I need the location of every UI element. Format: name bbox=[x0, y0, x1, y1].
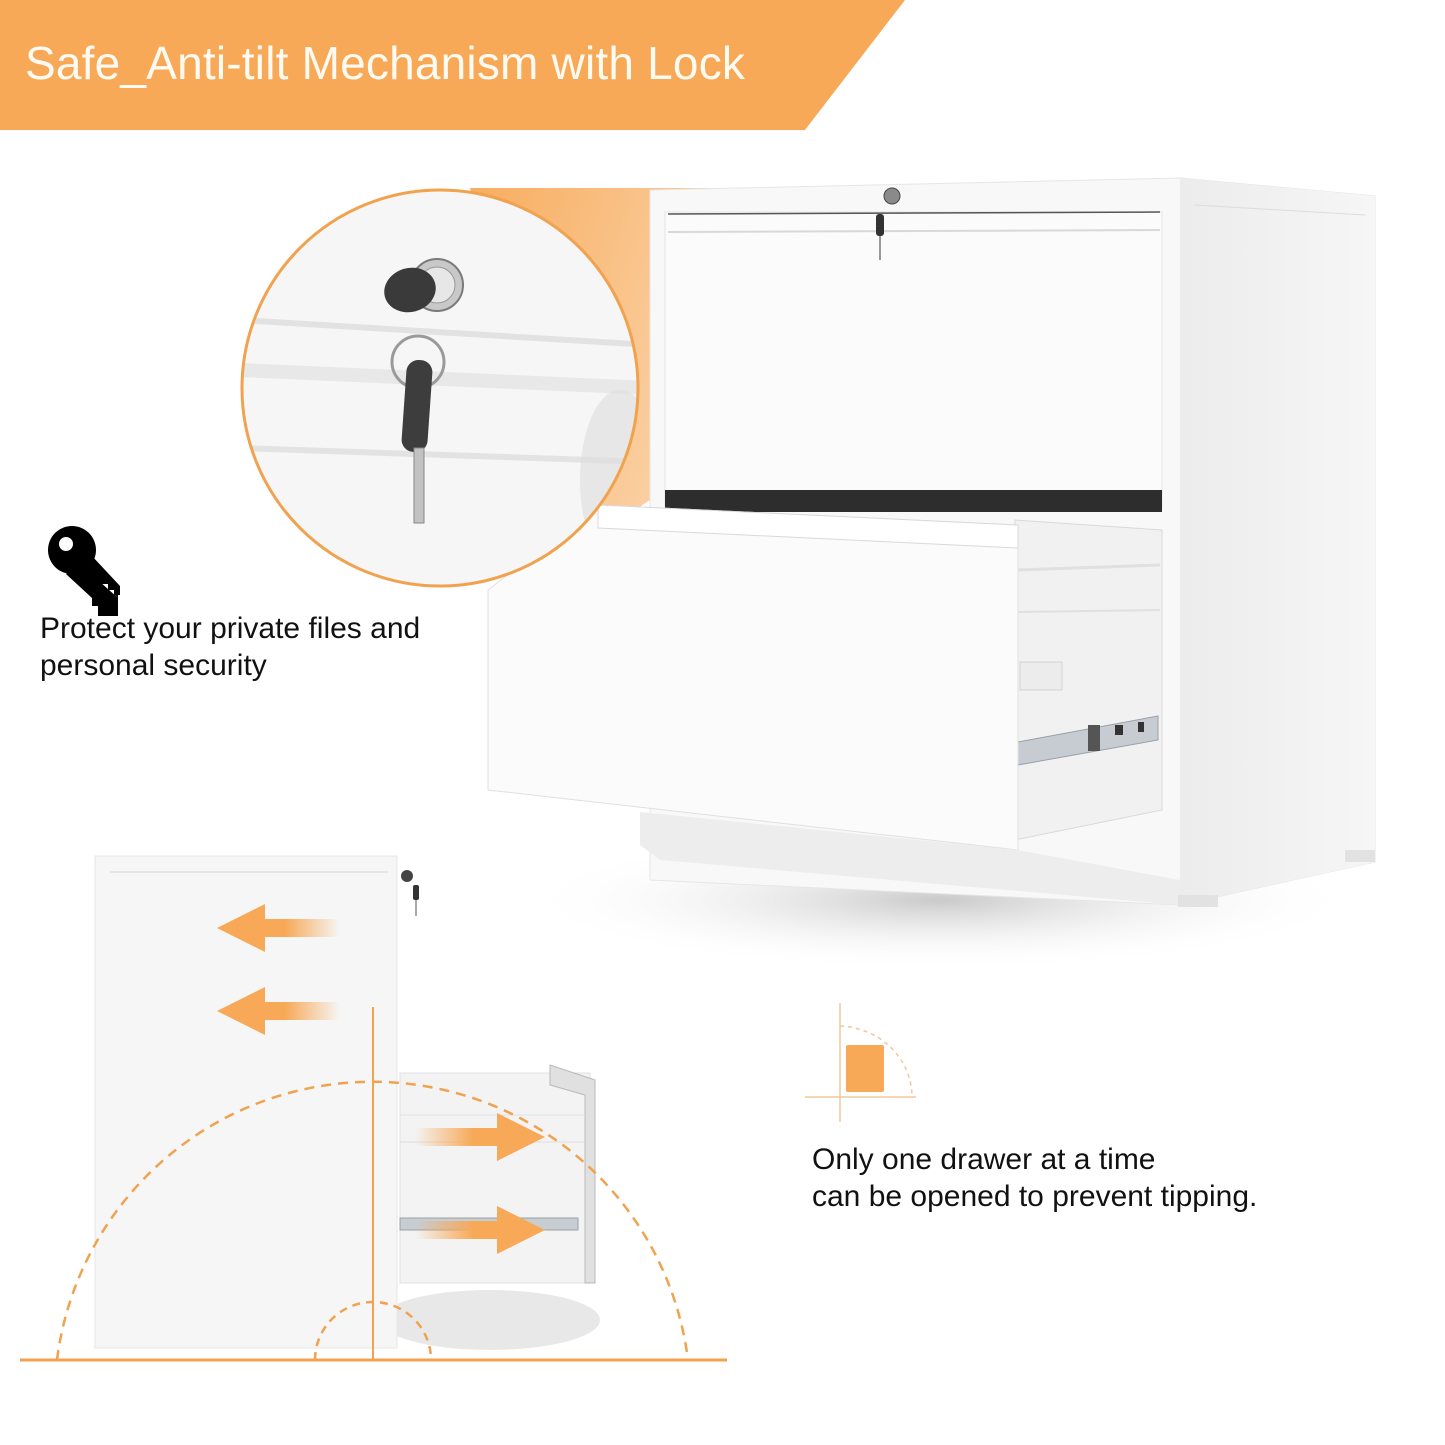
bottom-drawer-front bbox=[487, 504, 1019, 851]
page-title: Safe_Anti-tilt Mechanism with Lock bbox=[25, 37, 746, 89]
lock-cylinder bbox=[883, 187, 901, 205]
arrow-right-2 bbox=[415, 1206, 545, 1254]
hanging-key-closeup bbox=[401, 360, 433, 452]
tipping-arc-large bbox=[55, 1080, 690, 1361]
side-open-drawer bbox=[399, 1072, 591, 1284]
anti-tilt-diagram-icon bbox=[805, 1003, 916, 1122]
lens-border bbox=[240, 188, 640, 588]
feature-anti-tilt-line-2: can be opened to prevent tipping. bbox=[812, 1180, 1258, 1213]
key-icon bbox=[48, 526, 120, 616]
arrow-right-1 bbox=[415, 1113, 545, 1161]
drawer-gap bbox=[665, 490, 1162, 512]
title-banner bbox=[0, 0, 905, 130]
tipping-arc-small bbox=[313, 1300, 433, 1361]
feature-security-text: Protect your private files and personal … bbox=[40, 610, 500, 684]
feature-security-line-1: Protect your private files and bbox=[40, 612, 421, 645]
hanging-key bbox=[876, 214, 884, 236]
top-drawer bbox=[664, 211, 1163, 509]
lock-closeup bbox=[240, 188, 640, 588]
drawer-handle bbox=[597, 504, 1019, 549]
side-view-diagram bbox=[20, 855, 727, 1362]
arrow-left-1 bbox=[217, 904, 340, 952]
side-drawer-handle bbox=[549, 1064, 596, 1284]
feature-anti-tilt-text: Only one drawer at a time can be opened … bbox=[812, 1141, 1372, 1215]
side-lock bbox=[401, 870, 413, 882]
cabinet-side bbox=[1180, 178, 1375, 905]
key-blade bbox=[413, 447, 425, 524]
file-clip bbox=[1019, 661, 1063, 691]
feature-security-line-2: personal security bbox=[40, 649, 267, 682]
arrow-left-2 bbox=[217, 987, 340, 1035]
key-head bbox=[384, 267, 436, 313]
feature-anti-tilt-line-1: Only one drawer at a time bbox=[812, 1143, 1156, 1176]
banner-background bbox=[0, 0, 905, 130]
main-cabinet bbox=[487, 177, 1376, 907]
